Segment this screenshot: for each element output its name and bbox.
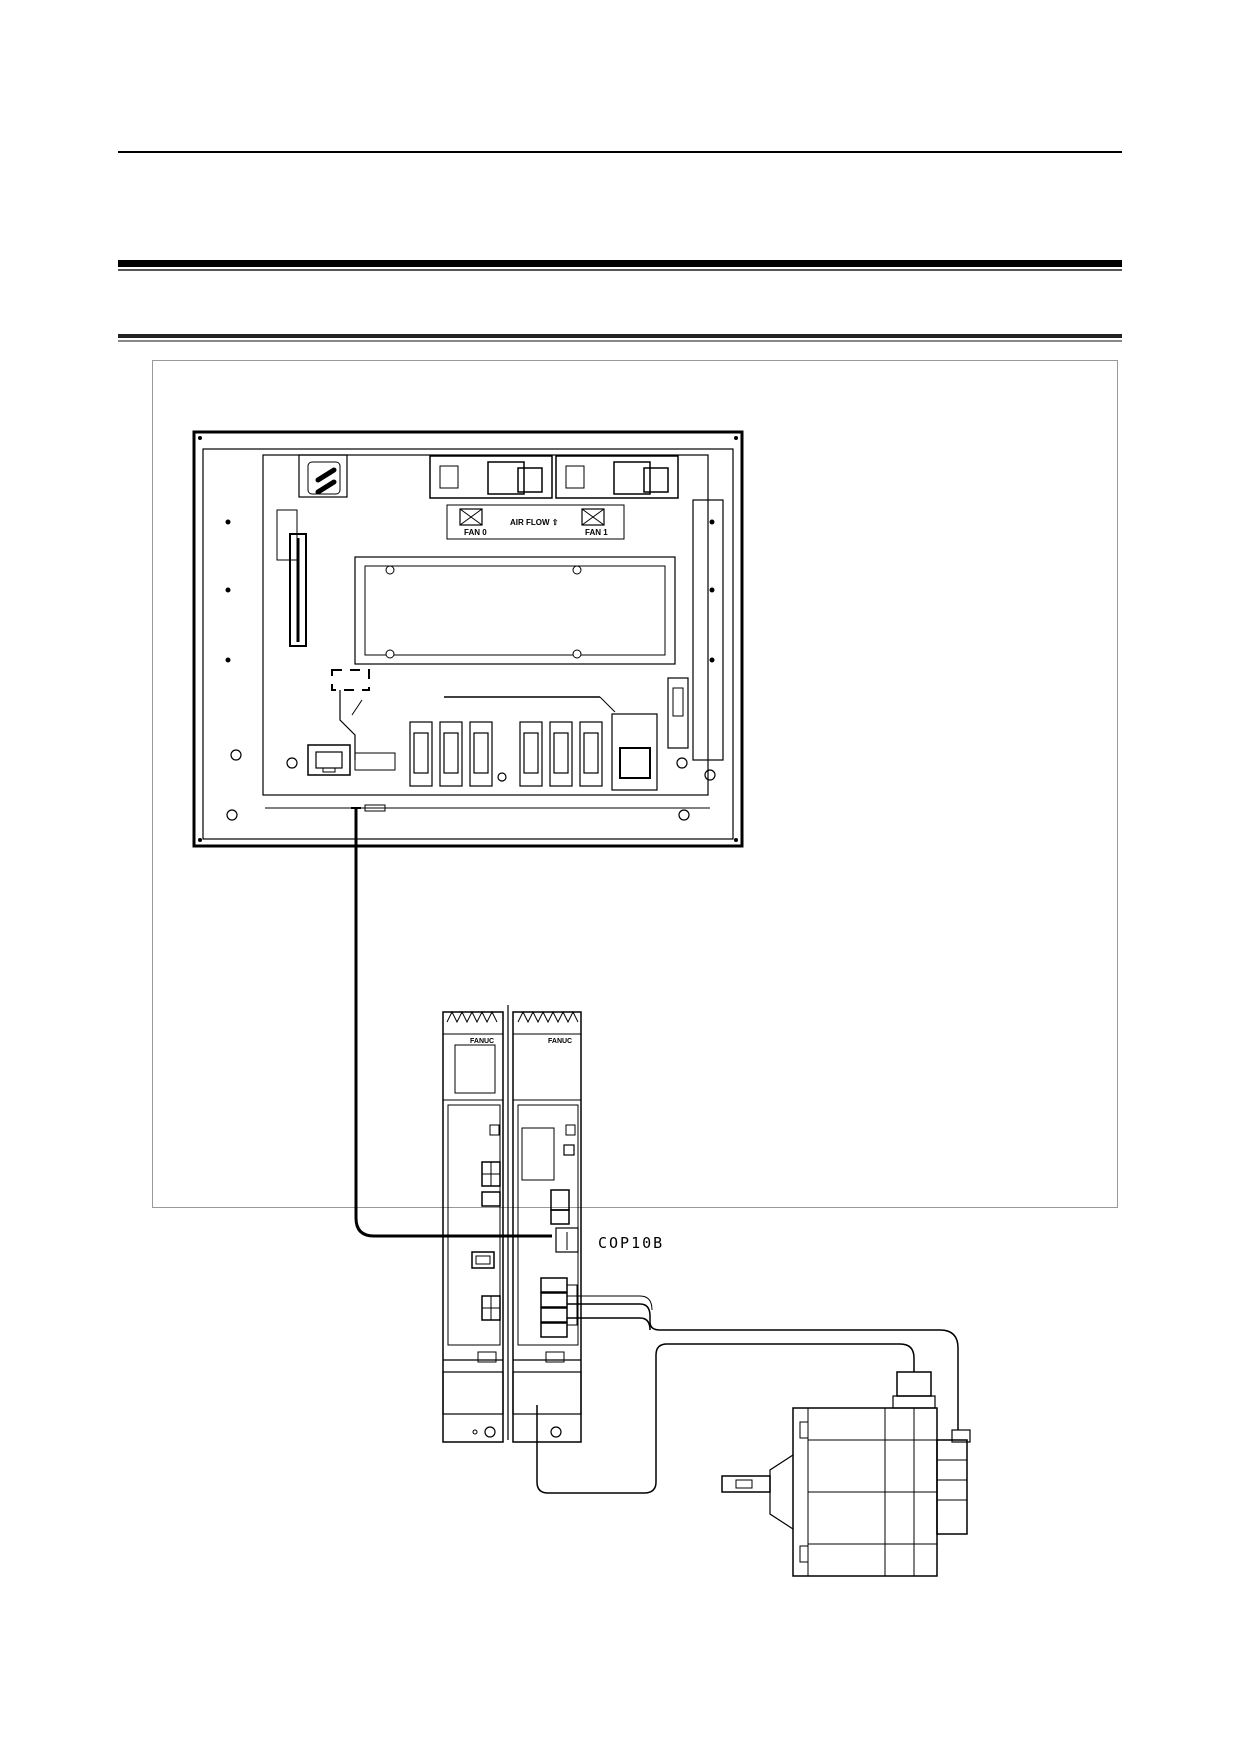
motor-power-cable bbox=[567, 1303, 959, 1430]
cables bbox=[351, 807, 959, 1494]
motor-shaft bbox=[721, 1475, 771, 1493]
top-rule bbox=[118, 151, 1122, 153]
figure-frame bbox=[152, 360, 1118, 1208]
motor-terminal-block bbox=[540, 1277, 568, 1338]
status-display bbox=[521, 1127, 555, 1181]
subheading-bar-underline bbox=[118, 340, 1122, 342]
fan-1-housing bbox=[555, 455, 679, 499]
heading-bar-underline bbox=[118, 269, 1122, 271]
cnc-labels: FAN 0 FAN 1 AIR FLOW ⇧ bbox=[464, 518, 608, 537]
subheading-bar bbox=[118, 334, 1122, 338]
fan-holder-left bbox=[298, 454, 348, 498]
heading-bar bbox=[118, 260, 1122, 267]
label-window bbox=[354, 752, 396, 771]
card-slot-connector bbox=[289, 533, 307, 647]
cnc-control-unit bbox=[192, 430, 744, 848]
airflow-label: AIR FLOW ⇧ bbox=[510, 518, 558, 527]
brand-label-right: FANUC bbox=[548, 1038, 572, 1045]
encoder-connector bbox=[936, 1439, 968, 1535]
d-sub-connectors bbox=[409, 721, 603, 787]
power-connector bbox=[611, 713, 658, 791]
right-rail bbox=[692, 499, 724, 761]
amplifier-module-right bbox=[512, 1011, 582, 1443]
optical-connector-location-mark bbox=[331, 669, 370, 691]
fan-label-plate bbox=[446, 504, 625, 540]
fan-0-icon bbox=[459, 508, 483, 526]
fan-0-label: FAN 0 bbox=[464, 528, 487, 537]
optical-cable bbox=[354, 808, 552, 1238]
amplifier-labels: FANUC FANUC bbox=[470, 1038, 572, 1045]
fan-1-icon bbox=[581, 508, 605, 526]
amplifier-module-left bbox=[442, 1011, 504, 1443]
central-opening bbox=[354, 556, 676, 665]
brand-label-left: FANUC bbox=[470, 1038, 494, 1045]
fan-0-housing bbox=[429, 455, 553, 499]
cop10b-label: COP10B bbox=[598, 1234, 664, 1252]
fan-1-label: FAN 1 bbox=[585, 528, 608, 537]
cop10b-port bbox=[555, 1227, 579, 1253]
servo-amplifier bbox=[442, 1005, 582, 1443]
servo-motor bbox=[721, 1371, 971, 1577]
encoder-feedback-cable bbox=[536, 1343, 915, 1494]
ethernet-port bbox=[307, 744, 351, 776]
bottom-screws bbox=[226, 749, 716, 821]
amplifier-nameplate bbox=[454, 1044, 496, 1094]
corner-screws bbox=[198, 436, 738, 842]
motor-power-connector bbox=[896, 1371, 932, 1397]
